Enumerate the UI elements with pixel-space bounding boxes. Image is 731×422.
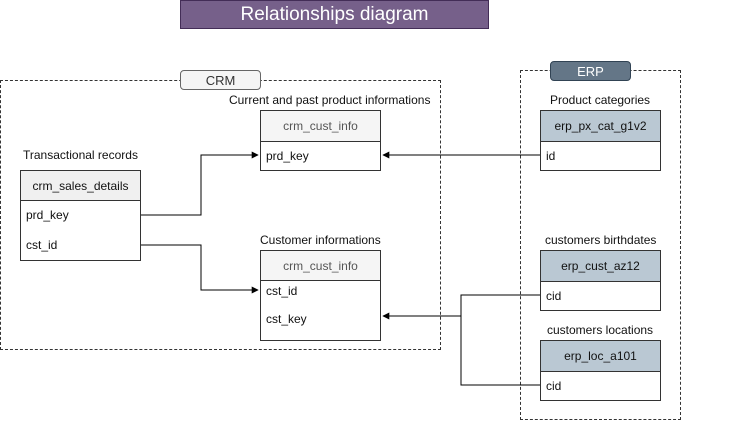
table-header: erp_px_cat_g1v2 <box>541 111 660 142</box>
table-header: crm_cust_info <box>261 251 380 281</box>
link-sales-prd-key <box>141 151 259 216</box>
caption-transactional-records: Transactional records <box>23 148 138 162</box>
link-az12-cid <box>382 294 540 320</box>
table-header: erp_cust_az12 <box>541 251 660 282</box>
link-sales-cst-id <box>141 244 259 294</box>
table-erp-loc-a101[interactable]: erp_loc_a101 cid <box>540 340 661 401</box>
field-id: id <box>546 149 556 163</box>
caption-customers-locations: customers locations <box>547 323 654 337</box>
field-cst-key: cst_key <box>266 312 307 326</box>
table-header: crm_cust_info <box>261 111 380 142</box>
table-crm-prd-info[interactable]: crm_cust_info prd_key <box>260 110 381 171</box>
table-erp-px-cat-g1v2[interactable]: erp_px_cat_g1v2 id <box>540 110 661 171</box>
field-cid: cid <box>546 379 562 393</box>
table-crm-cust-info[interactable]: crm_cust_info cst_id cst_key <box>260 250 381 341</box>
field-cid: cid <box>546 289 562 303</box>
table-erp-cust-az12[interactable]: erp_cust_az12 cid <box>540 250 661 311</box>
link-loc-cid <box>460 316 540 386</box>
erp-group-label: ERP <box>550 61 631 81</box>
caption-product-categories: Product categories <box>550 93 651 107</box>
crm-group-label: CRM <box>180 70 261 90</box>
field-prd-key: prd_key <box>266 149 309 163</box>
caption-customers-birthdates: customers birthdates <box>545 233 657 247</box>
field-cst-id: cst_id <box>26 238 58 252</box>
table-header: erp_loc_a101 <box>541 341 660 372</box>
field-prd-key: prd_key <box>26 208 69 222</box>
caption-product-informations: Current and past product informations <box>229 93 431 107</box>
table-crm-sales-details[interactable]: crm_sales_details prd_key cst_id <box>20 170 141 261</box>
field-cst-id: cst_id <box>266 284 298 298</box>
caption-customer-informations: Customer informations <box>260 233 381 247</box>
table-header: crm_sales_details <box>21 171 140 201</box>
diagram-title: Relationships diagram <box>180 0 489 29</box>
